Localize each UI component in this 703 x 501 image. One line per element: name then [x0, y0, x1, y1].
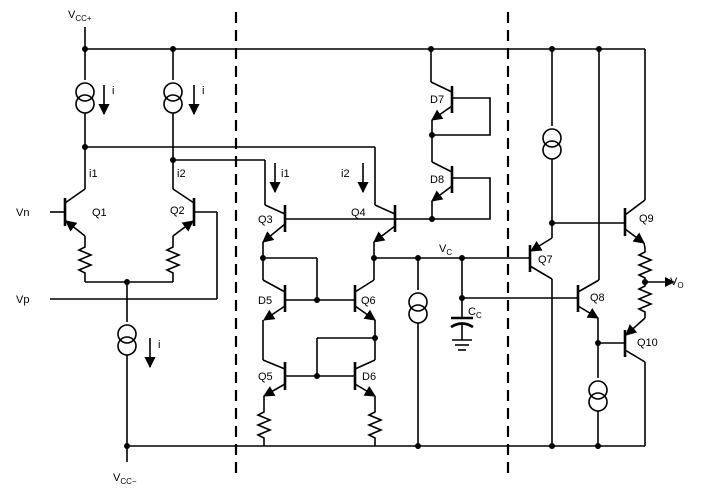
- label-q1: Q1: [92, 207, 107, 219]
- label-d8: D8: [430, 174, 444, 186]
- label-q3: Q3: [258, 214, 273, 226]
- label-q8: Q8: [590, 292, 605, 304]
- label-vn: Vn: [16, 207, 29, 219]
- current-source-output-bottom: [588, 343, 608, 446]
- diode-d7: [430, 49, 491, 136]
- junction-dots: [82, 46, 648, 449]
- current-source-tail: [117, 324, 156, 446]
- label-vc: VC: [439, 243, 452, 257]
- label-current-i-mid: i: [202, 85, 204, 97]
- current-source-output-top: [542, 49, 562, 238]
- label-d5: D5: [258, 295, 272, 307]
- label-q4: Q4: [351, 207, 366, 219]
- label-current-i-tail: i: [158, 339, 160, 351]
- vcc-positive-rail: [84, 27, 645, 50]
- label-vo: VO: [670, 276, 684, 290]
- resistor-q2-emitter: [164, 242, 182, 282]
- resistor-q9-emitter: [636, 248, 654, 282]
- label-i1-left: i1: [89, 168, 98, 180]
- label-d6: D6: [362, 371, 376, 383]
- resistor-d6-emitter: [366, 408, 384, 446]
- label-q5: Q5: [258, 371, 273, 383]
- label-q7: Q7: [538, 254, 553, 266]
- resistor-q1-emitter: [76, 242, 94, 282]
- current-source-bias: [408, 258, 428, 446]
- label-d7: D7: [430, 94, 444, 106]
- transistor-q5: [262, 359, 355, 408]
- transistor-q7: [528, 237, 553, 446]
- transistor-q1: [50, 180, 86, 242]
- label-q10: Q10: [637, 337, 658, 349]
- output-arrow-icon: [665, 277, 675, 287]
- current-source-left: [75, 49, 110, 147]
- resistor-q10-emitter: [636, 282, 654, 318]
- diode-d6: [353, 338, 376, 408]
- label-current-i-left: i: [112, 85, 114, 97]
- transistor-q4: [373, 195, 397, 258]
- label-i2-left: i2: [177, 168, 186, 180]
- current-source-mid: [163, 49, 200, 160]
- label-q9: Q9: [639, 213, 654, 225]
- label-i1-mirror: i1: [281, 168, 290, 180]
- transistor-q8: [576, 49, 600, 343]
- transistor-q10: [623, 317, 646, 446]
- transistor-q2: [172, 180, 218, 299]
- label-vcc-neg: VCC−: [113, 472, 137, 486]
- diode-d5: [262, 279, 355, 360]
- label-q2: Q2: [170, 205, 185, 217]
- transistor-q3: [262, 195, 395, 258]
- resistor-q5-emitter: [255, 408, 273, 446]
- capacitor-cc: [450, 258, 474, 351]
- label-i2-mirror: i2: [341, 168, 350, 180]
- label-vcc-pos: VCC+: [68, 9, 92, 23]
- label-vp: Vp: [16, 294, 29, 306]
- label-cc: CC: [468, 306, 482, 320]
- label-q6: Q6: [361, 295, 376, 307]
- transistor-q9: [623, 49, 646, 249]
